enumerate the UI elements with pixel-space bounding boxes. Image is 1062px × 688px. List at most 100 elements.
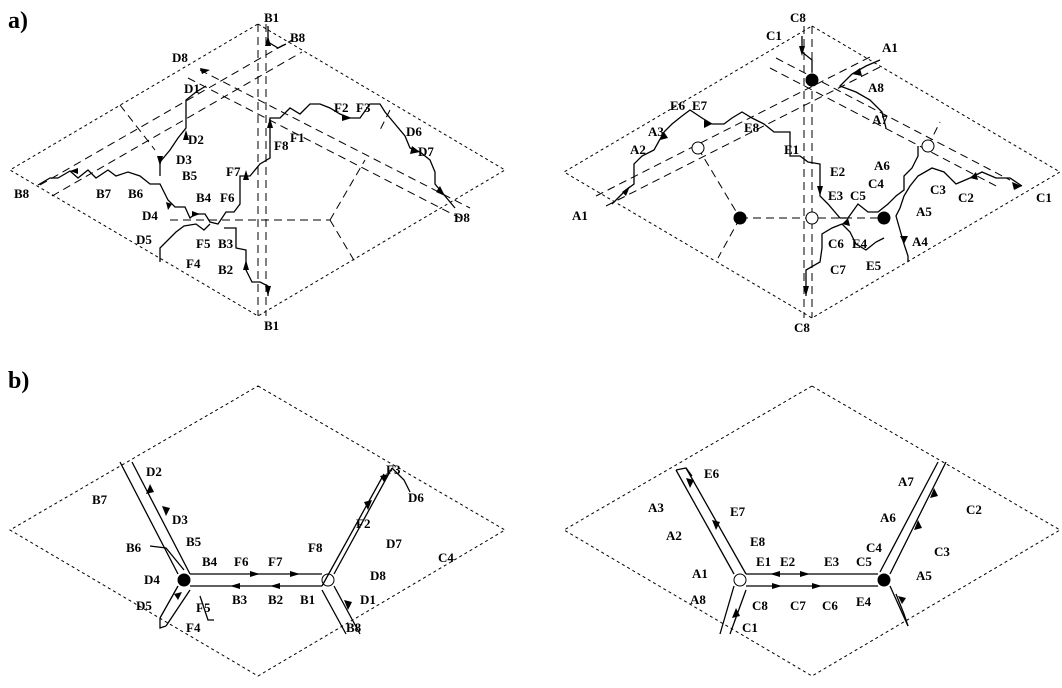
label: C4 xyxy=(868,176,884,191)
label: D3 xyxy=(176,152,192,167)
label: D8 xyxy=(172,50,188,65)
label: A5 xyxy=(916,568,932,583)
label: A2 xyxy=(666,528,682,543)
label: B6 xyxy=(128,186,144,201)
label: D6 xyxy=(408,490,424,505)
label: B2 xyxy=(218,262,233,277)
labels-a-left: B1 B8 D8 D1 D2 D3 B5 B6 B7 B8 D4 D5 F4 F… xyxy=(14,10,470,333)
label: B1 xyxy=(300,592,315,607)
label: D1 xyxy=(184,81,200,96)
label: B4 xyxy=(196,190,212,205)
label: C8 xyxy=(752,598,768,613)
label: A6 xyxy=(874,158,890,173)
label: D1 xyxy=(360,592,376,607)
arrowheads xyxy=(686,478,938,618)
label: C8 xyxy=(794,320,810,335)
label: E8 xyxy=(750,534,766,549)
label: C2 xyxy=(958,190,974,205)
label: C6 xyxy=(828,236,844,251)
labels-b-left: D2 B7 D3 B5 B6 B4 F6 F7 F8 F2 F3 D6 D7 C… xyxy=(92,462,454,635)
label: B3 xyxy=(232,592,248,607)
open-vertex xyxy=(733,573,747,587)
filled-vertex xyxy=(805,73,819,87)
label: A3 xyxy=(648,500,664,515)
label: B4 xyxy=(202,554,218,569)
label: C5 xyxy=(850,188,866,203)
label: E4 xyxy=(852,236,868,251)
label: A3 xyxy=(648,124,664,139)
label: F3 xyxy=(386,462,401,477)
label: C1 xyxy=(742,620,758,635)
label: F4 xyxy=(186,256,201,271)
label: C6 xyxy=(822,598,838,613)
label: E3 xyxy=(824,554,840,569)
label: C1 xyxy=(766,28,782,43)
label: A7 xyxy=(872,112,888,127)
label: D3 xyxy=(172,512,188,527)
label: C3 xyxy=(934,544,950,559)
label: B1 xyxy=(264,10,279,25)
label: F7 xyxy=(226,164,241,179)
double-track-paths xyxy=(119,461,411,635)
panel-b-right: E6 A3 E7 A2 E8 E1 E2 E3 C5 C4 A6 A7 C2 C… xyxy=(563,385,1061,677)
arrowheads xyxy=(70,36,445,296)
label: B1 xyxy=(264,318,279,333)
label: B3 xyxy=(218,236,234,251)
label: E8 xyxy=(744,120,760,135)
panel-label-a: a) xyxy=(8,8,28,34)
label: F4 xyxy=(186,620,201,635)
panel-a-right: C8 C1 A1 A8 E6 E7 E8 E1 E2 A3 A2 A1 A7 A… xyxy=(563,10,1061,335)
label: A6 xyxy=(880,510,896,525)
label: B2 xyxy=(268,592,283,607)
label: A8 xyxy=(868,80,884,95)
label: F5 xyxy=(196,600,211,615)
arrowheads xyxy=(622,46,1022,296)
label: D2 xyxy=(146,464,162,479)
label: D8 xyxy=(454,210,470,225)
label: A5 xyxy=(916,204,932,219)
label: A8 xyxy=(690,592,706,607)
label: A7 xyxy=(898,474,914,489)
filled-vertex xyxy=(177,573,191,587)
label: C5 xyxy=(856,554,872,569)
label: E7 xyxy=(730,504,746,519)
filled-vertex xyxy=(877,211,891,225)
label: D2 xyxy=(188,132,204,147)
label: D5 xyxy=(136,598,152,613)
filled-vertex xyxy=(733,211,747,225)
label: E2 xyxy=(830,164,845,179)
label: B8 xyxy=(290,30,306,45)
unit-cell-rhombus xyxy=(9,385,506,677)
label: B8 xyxy=(346,620,362,635)
label: F2 xyxy=(356,516,370,531)
cell-boundaries xyxy=(39,24,471,316)
label: D7 xyxy=(418,144,434,159)
panel-b-left: D2 B7 D3 B5 B6 B4 F6 F7 F8 F2 F3 D6 D7 C… xyxy=(9,385,506,677)
label: A4 xyxy=(912,234,928,249)
label: C4 xyxy=(866,540,882,555)
arrowheads xyxy=(146,474,388,610)
label: F6 xyxy=(234,554,249,569)
unit-cell-rhombus xyxy=(563,385,1061,677)
label: E2 xyxy=(780,554,795,569)
label: C2 xyxy=(966,502,982,517)
cell-boundaries xyxy=(595,26,1011,318)
panel-a-left: B1 B8 D8 D1 D2 D3 B5 B6 B7 B8 D4 D5 F4 F… xyxy=(9,10,506,333)
label: C4 xyxy=(438,550,454,565)
label: C3 xyxy=(930,182,946,197)
label: A2 xyxy=(630,142,646,157)
label: D6 xyxy=(406,124,422,139)
label: C7 xyxy=(830,262,846,277)
label: F8 xyxy=(274,138,289,153)
label: B6 xyxy=(126,540,142,555)
staircase-paths xyxy=(611,36,1023,296)
label: E6 xyxy=(670,98,686,113)
label: C7 xyxy=(790,598,806,613)
label: E1 xyxy=(784,142,799,157)
label: B7 xyxy=(96,186,112,201)
label: D4 xyxy=(144,572,160,587)
label: C1 xyxy=(1036,190,1052,205)
label: F2 xyxy=(334,100,348,115)
label: F6 xyxy=(220,190,235,205)
